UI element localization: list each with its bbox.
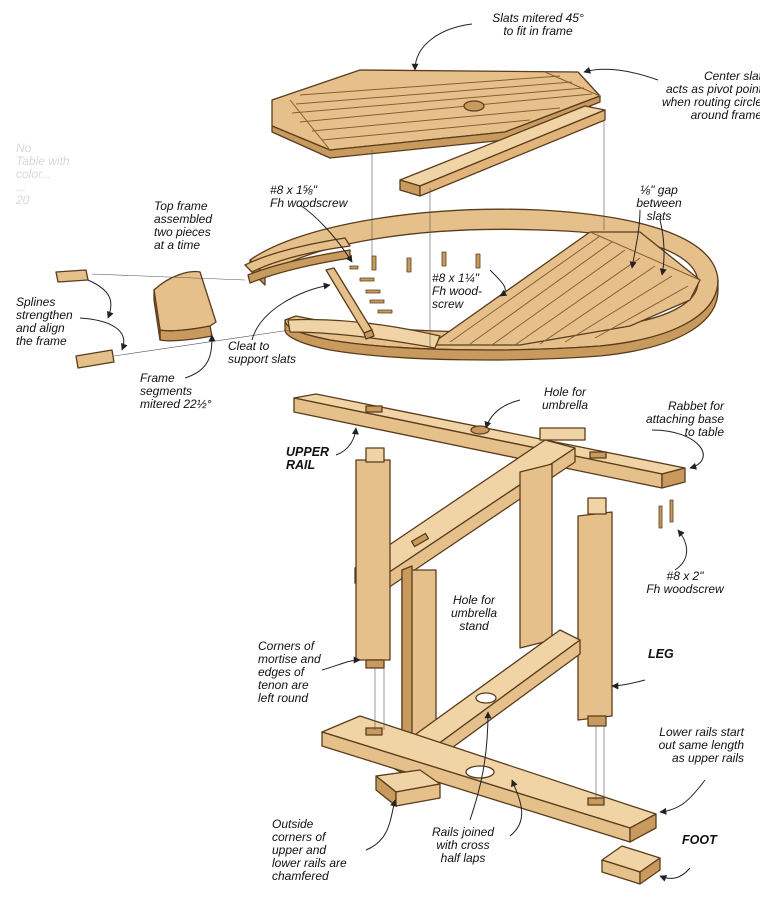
label-frame-segments: Frame segments mitered 22½° bbox=[140, 371, 212, 411]
loose-foot bbox=[601, 845, 661, 885]
cleat bbox=[325, 267, 375, 340]
label-woodscrew-114: #8 x 1¼" Fh wood- screw bbox=[432, 271, 483, 311]
slat-field bbox=[429, 231, 701, 346]
label-cleat: Cleat to support slats bbox=[228, 339, 297, 366]
label-lower-rails: Lower rails start out same length as upp… bbox=[658, 725, 744, 765]
label-rails-joined: Rails joined with cross half laps bbox=[431, 825, 495, 865]
wood-screws bbox=[349, 251, 674, 529]
splines bbox=[55, 269, 115, 369]
label-splines: Splines strengthen and align the frame bbox=[16, 295, 73, 348]
center-slat bbox=[399, 105, 606, 197]
label-upper-rail: UPPER RAIL bbox=[286, 445, 330, 472]
label-rabbet: Rabbet for attaching base to table bbox=[645, 399, 724, 439]
label-foot: FOOT bbox=[682, 833, 717, 847]
label-hole-stand: Hole for umbrella stand bbox=[450, 593, 498, 633]
label-gap: ⅛" gap between slats bbox=[636, 183, 682, 223]
label-hole-umbrella: Hole for umbrella bbox=[541, 385, 589, 412]
label-outside-corners: Outside corners of upper and lower rails… bbox=[272, 817, 347, 883]
label-top-frame: Top frame assembled two pieces at a time bbox=[154, 199, 213, 252]
label-woodscrew-2: #8 x 2" Fh woodscrew bbox=[646, 569, 724, 596]
label-leg: LEG bbox=[648, 647, 674, 661]
label-center-slat: Center slat acts as pivot point when rou… bbox=[661, 69, 760, 122]
label-corners-mortise: Corners of mortise and edges of tenon ar… bbox=[258, 639, 321, 705]
assembly-lines bbox=[91, 120, 605, 800]
slatted-tabletop bbox=[271, 69, 601, 159]
label-woodscrew-158: #8 x 1⅝" Fh woodscrew bbox=[270, 183, 348, 210]
legs bbox=[355, 447, 613, 761]
frame-segment bbox=[153, 270, 217, 342]
label-slats-mitered: Slats mitered 45° to fit in frame bbox=[492, 11, 584, 38]
leader-lines bbox=[79, 23, 706, 882]
faded-note: No Table with color... ... 20 bbox=[16, 141, 70, 207]
